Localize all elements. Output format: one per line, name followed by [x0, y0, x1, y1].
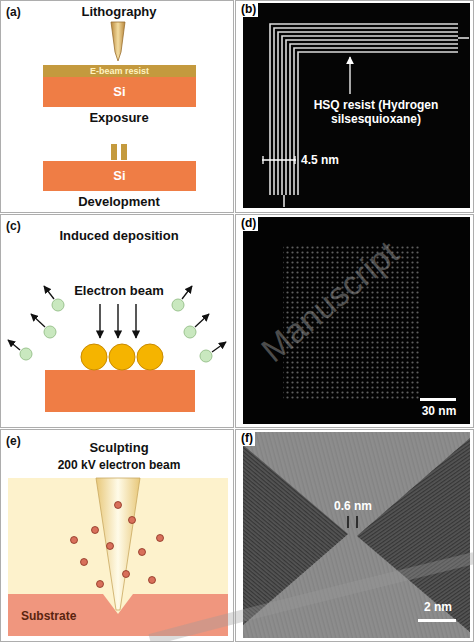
watermark-swoosh: [150, 558, 474, 640]
scale-bar: [420, 398, 456, 401]
resist-pillar: [111, 144, 117, 160]
beam-label: Electron beam: [59, 284, 179, 299]
panel-letter: (e): [6, 435, 21, 449]
dimension-label: 0.6 nm: [323, 500, 383, 514]
electrode-right-lattice: [357, 438, 470, 632]
panel-letter: (a): [6, 6, 21, 20]
hsq-grating: [270, 24, 469, 207]
layer-label: Substrate: [21, 610, 76, 624]
precursor-molecule: [20, 299, 212, 362]
beam-arrow: [100, 304, 136, 338]
dimension-label: 4.5 nm: [301, 154, 339, 168]
panel-a: E-beam resistSiSi(a)LithographyExposureD…: [0, 0, 234, 213]
silicon-block: Si: [43, 77, 196, 107]
panel-letter: (c): [6, 220, 21, 234]
sem-image: [243, 3, 470, 208]
resist-layer: E-beam resist: [43, 65, 196, 77]
pointer-arrow: [349, 57, 350, 94]
beam-label: 200 kV electron beam: [29, 459, 209, 473]
panel-b: (b) HSQ resist (Hydrogen silsesquioxane) 4…: [235, 0, 474, 213]
callout-label: HSQ resist (Hydrogen silsesquioxane): [306, 99, 446, 127]
step-title: Induced deposition: [39, 229, 199, 244]
layer-label: Si: [43, 169, 196, 184]
step-title: Lithography: [59, 5, 179, 20]
vacuum-region: [8, 478, 228, 636]
gap-marker: [348, 516, 357, 528]
dimension-line: [262, 156, 296, 164]
step-title: Development: [49, 195, 189, 210]
panel-e: Substrate (e) Sculpting 200 kV electron bea…: [0, 429, 234, 642]
scale-label: 2 nm: [408, 601, 468, 615]
electrode-right: [357, 438, 470, 632]
substrate: Substrate: [9, 595, 229, 637]
panel-d: (d) 30 nm: [235, 214, 474, 428]
step-title: Sculpting: [59, 441, 179, 456]
substrate-block: [45, 370, 195, 412]
layer-label: E-beam resist: [43, 66, 196, 76]
silicon-block: Si: [43, 161, 196, 191]
panel-letter: (f): [239, 432, 255, 446]
scale-label: 30 nm: [409, 405, 469, 419]
step-title: Exposure: [59, 111, 179, 126]
scale-bar: [418, 619, 456, 622]
layer-label: Si: [43, 85, 196, 100]
panel-letter: (d): [239, 217, 258, 231]
deposit-particle: [81, 344, 163, 370]
electron-beam-cone: [96, 478, 140, 610]
ebeam-tip: [111, 22, 125, 61]
panel-letter: (b): [239, 3, 258, 17]
panel-c: (c) Induced depositionElectron beam: [0, 214, 234, 428]
resist-pillar: [121, 144, 127, 160]
panel-f: (f) 0.6 nm 2 nm: [235, 429, 474, 642]
sputtered-atom: [71, 502, 164, 588]
